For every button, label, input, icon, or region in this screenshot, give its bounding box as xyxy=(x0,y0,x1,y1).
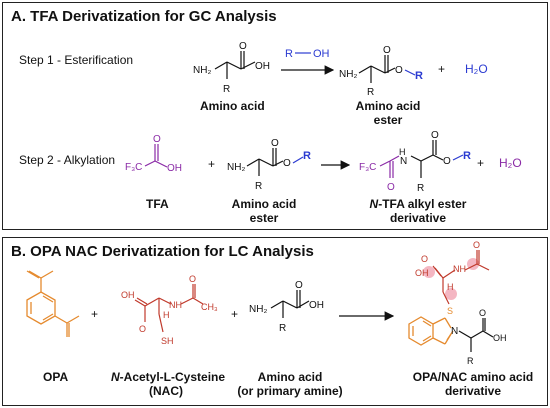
plus-b-2: + xyxy=(231,307,238,321)
plus-step2-a: + xyxy=(208,157,215,171)
aab-nh2: NH₂ xyxy=(249,304,267,315)
highlight-1 xyxy=(423,266,435,278)
prod-nh: NH xyxy=(453,264,466,274)
amine-caption-1: Amino acid xyxy=(257,370,323,384)
nac-caption-2: (NAC) xyxy=(149,384,183,398)
ntfa-ester-structure xyxy=(379,140,464,178)
aab-o: O xyxy=(295,280,303,291)
aab-r: R xyxy=(279,323,286,334)
ester2-r: R xyxy=(255,181,262,192)
opa-caption: OPA xyxy=(43,370,69,384)
highlight-2 xyxy=(445,288,457,300)
tfa-structure xyxy=(144,144,168,168)
panel-a-title: A. TFA Derivatization for GC Analysis xyxy=(11,8,277,25)
aa-ester-r: R xyxy=(367,87,374,98)
panel-a-structures: NH₂ R O OH R OH NH₂ R O O R + H₂O xyxy=(125,41,522,194)
aa-ester-alkyl: R xyxy=(415,70,423,82)
amino-acid-ester-structure-1 xyxy=(358,55,416,83)
prod-oh: OH xyxy=(415,268,429,278)
amino-acid-structure-1 xyxy=(214,51,256,79)
ntfa-o-carbonyl: O xyxy=(431,130,439,141)
prod-h: H xyxy=(447,282,454,292)
nac-structure xyxy=(134,284,204,333)
opa-nac-caption-2: derivative xyxy=(444,384,502,398)
opa-structure xyxy=(26,270,80,337)
panel-b-structures: + OH O H NH O CH₃ SH + xyxy=(26,240,507,366)
ester-caption-2: ester xyxy=(249,211,279,225)
ntfa-r: R xyxy=(417,183,424,194)
aa1-o: O xyxy=(239,41,247,52)
tfa-f3c: F₃C xyxy=(125,162,142,173)
panel-b-title: B. OPA NAC Derivatization for LC Analysi… xyxy=(11,243,314,260)
ester2-o-carbonyl: O xyxy=(271,138,279,149)
panel-tfa-derivatization: A. TFA Derivatization for GC Analysis St… xyxy=(2,2,548,230)
step1-label: Step 1 - Esterification xyxy=(19,53,134,67)
ntfa-caption-1: N-TFA alkyl ester xyxy=(369,197,467,211)
nac-h: H xyxy=(163,310,170,320)
ntfa-caption-2: derivative xyxy=(389,211,447,225)
prod-n: N xyxy=(451,326,458,337)
prod-o-acid: O xyxy=(421,254,428,264)
ntfa-f3c: F₃C xyxy=(359,162,376,173)
ntfa-n: N xyxy=(400,156,407,167)
aab-oh: OH xyxy=(309,300,324,311)
nac-o-acetyl: O xyxy=(189,274,196,284)
plus-step2-b: + xyxy=(477,156,484,170)
ester2-alkyl: R xyxy=(303,150,311,162)
ester2-o: O xyxy=(283,158,291,169)
tfa-o: O xyxy=(153,134,161,145)
tfa-oh: OH xyxy=(167,163,182,174)
ntfa-o-amide: O xyxy=(387,182,395,193)
prod-o-acetyl: O xyxy=(473,240,480,250)
water-step1: H₂O xyxy=(465,62,488,76)
tfa-caption: TFA xyxy=(146,197,169,211)
nac-nh: NH xyxy=(169,300,182,310)
step2-label: Step 2 - Alkylation xyxy=(19,153,116,167)
nac-oh: OH xyxy=(121,290,135,300)
nac-ch3: CH₃ xyxy=(201,302,218,312)
water-step2: H₂O xyxy=(499,156,522,170)
amine-caption-2: (or primary amine) xyxy=(237,384,343,398)
aa-ester-o-carbonyl: O xyxy=(383,45,391,56)
amino-acid-ester-caption-1: Amino acid xyxy=(355,99,421,113)
prod-s: S xyxy=(447,306,453,316)
aa-ester-nh2: NH₂ xyxy=(339,69,357,80)
ester-caption-1: Amino acid xyxy=(231,197,297,211)
aa1-nh2: NH₂ xyxy=(193,65,211,76)
aa1-oh: OH xyxy=(255,61,270,72)
amino-acid-ester-caption-2: ester xyxy=(373,113,403,127)
nac-caption-1: N-Acetyl-L-Cysteine xyxy=(111,370,226,384)
reagent-r: R xyxy=(285,48,293,60)
aa-ester-o: O xyxy=(395,65,403,76)
amino-acid-caption: Amino acid xyxy=(200,99,265,113)
ntfa-alkyl: R xyxy=(463,150,471,162)
prod-r: R xyxy=(467,356,474,366)
amino-acid-structure-b xyxy=(270,290,310,318)
aa1-r: R xyxy=(223,84,230,95)
panel-opa-nac-derivatization: B. OPA NAC Derivatization for LC Analysi… xyxy=(2,237,548,406)
ester2-nh2: NH₂ xyxy=(227,162,245,173)
prod-o: O xyxy=(479,308,486,318)
plus-b-1: + xyxy=(91,307,98,321)
amino-acid-ester-structure-2 xyxy=(246,148,304,176)
opa-nac-caption-1: OPA/NAC amino acid xyxy=(412,370,534,384)
alcohol-reagent: R OH xyxy=(285,48,330,60)
nac-o: O xyxy=(139,324,146,334)
ntfa-h: H xyxy=(399,147,406,157)
reagent-oh: OH xyxy=(313,48,330,60)
nac-sh: SH xyxy=(161,336,174,346)
prod-oh2: OH xyxy=(493,333,507,343)
plus-step1: + xyxy=(438,62,445,76)
opa-nac-product-structure: O OH NH H O S N R O OH xyxy=(408,240,507,366)
ntfa-o: O xyxy=(443,156,451,167)
